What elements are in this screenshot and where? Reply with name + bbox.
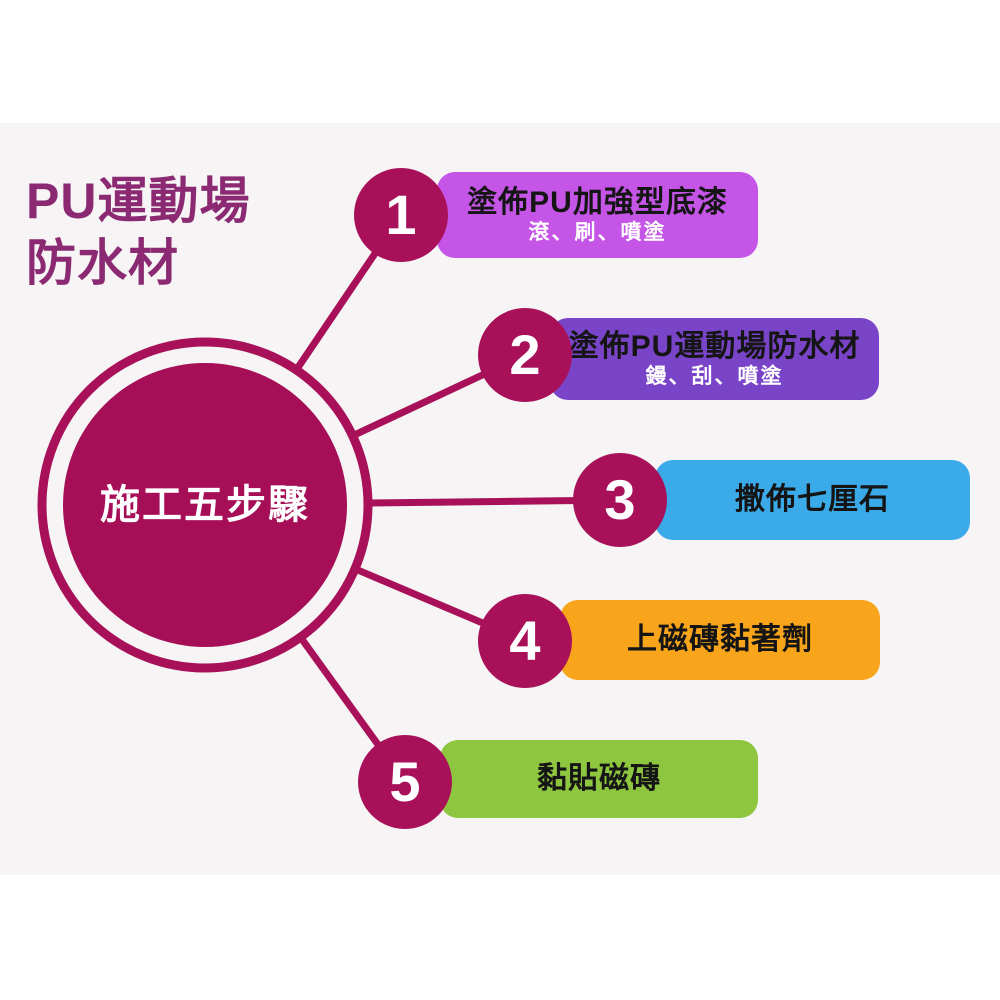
step-1-number-badge: 1 bbox=[354, 168, 448, 262]
step-2-pill: 塗佈PU運動場防水材 鏝、刮、噴塗 bbox=[550, 318, 879, 400]
step-3-pill: 撒佈七厘石 bbox=[655, 460, 970, 540]
step-2-sublabel: 鏝、刮、噴塗 bbox=[645, 364, 784, 388]
step-4-number-badge: 4 bbox=[478, 594, 572, 688]
center-circle-label: 施工五步驟 bbox=[100, 483, 310, 527]
step-5-number: 5 bbox=[389, 750, 421, 813]
center-outer-ring bbox=[37, 337, 373, 673]
step-2-label: 塗佈PU運動場防水材 bbox=[568, 330, 861, 364]
step-1-pill: 塗佈PU加強型底漆 滾、刷、噴塗 bbox=[437, 172, 758, 258]
step-5-label: 黏貼磁磚 bbox=[537, 761, 661, 795]
step-2-number: 2 bbox=[509, 323, 541, 386]
step-5-number-badge: 5 bbox=[358, 735, 452, 829]
step-4-label: 上磁磚黏著劑 bbox=[627, 622, 813, 656]
page-title-line2: 防水材 bbox=[26, 235, 179, 291]
step-1-label: 塗佈PU加強型底漆 bbox=[467, 186, 728, 220]
step-4-pill: 上磁磚黏著劑 bbox=[560, 600, 880, 680]
step-5-pill: 黏貼磁磚 bbox=[440, 740, 758, 818]
step-1-number: 1 bbox=[385, 183, 417, 246]
step-4-number: 4 bbox=[509, 609, 541, 672]
step-3-label: 撒佈七厘石 bbox=[735, 482, 890, 516]
step-2-number-badge: 2 bbox=[478, 308, 572, 402]
step-3-number-badge: 3 bbox=[573, 453, 667, 547]
page-title-line1: PU運動場 bbox=[26, 173, 251, 229]
step-3-number: 3 bbox=[604, 468, 636, 531]
page-title: PU運動場 防水材 bbox=[26, 170, 250, 294]
center-circle bbox=[63, 363, 347, 647]
step-1-sublabel: 滾、刷、噴塗 bbox=[528, 220, 667, 244]
